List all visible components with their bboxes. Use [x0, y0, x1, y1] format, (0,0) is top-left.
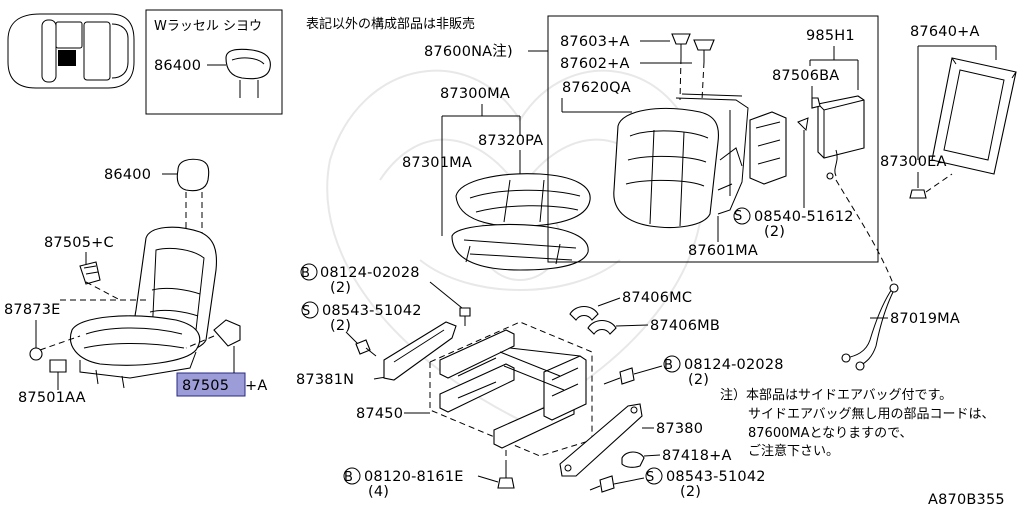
fastener-s2-qty: (2): [764, 224, 785, 240]
fastener-b3-symbol: B: [344, 470, 353, 485]
seat-assembly-drawing: [29, 158, 241, 389]
fastener-b3-number: 08120-8161E: [364, 469, 464, 485]
label-87603a: 87603+A: [560, 34, 630, 50]
bushing-drawing: [569, 305, 617, 335]
note-line-2: サイドエアバッグ無し用の部品コードは、: [748, 407, 994, 422]
fastener-b3-qty: (4): [368, 484, 389, 500]
label-87505a-main[interactable]: 87505: [182, 378, 229, 394]
label-87300ma: 87300MA: [440, 86, 510, 102]
bolt-b2-drawing: [603, 367, 635, 385]
label-87620qa: 87620QA: [562, 80, 631, 96]
label-87640a: 87640+A: [910, 24, 980, 40]
bolt-b3-drawing: [497, 446, 515, 489]
note-line-3: 87600MAとなりますので、: [748, 426, 913, 441]
fastener-s3-number: 08543-51042: [666, 469, 766, 485]
label-87406mc: 87406MC: [622, 290, 692, 306]
drawing-code: A870B355: [928, 492, 1005, 508]
fastener-s2-number: 08540-51612: [754, 209, 854, 225]
label-87450: 87450: [356, 406, 403, 422]
note-line-4: ご注意下さい。: [748, 443, 839, 459]
side-plate-drawing: [559, 403, 643, 477]
inset-box: Wラッセル シヨウ 86400: [145, 9, 283, 115]
label-87506ba: 87506BA: [772, 68, 839, 84]
seat-cushion-drawing: [451, 173, 591, 271]
label-87501aa: 87501AA: [18, 390, 86, 406]
label-86400: 86400: [104, 167, 151, 183]
fastener-b2-number: 08124-02028: [684, 357, 784, 373]
fastener-s2-symbol: S: [734, 209, 742, 224]
label-86400-inset: 86400: [154, 58, 201, 74]
label-87873e: 87873E: [4, 302, 61, 318]
fastener-b1-qty: (2): [330, 280, 351, 296]
label-87301ma: 87301MA: [402, 155, 472, 171]
label-87381n: 87381N: [296, 372, 354, 388]
clip-87300ea: [909, 189, 927, 199]
headrest-guide-drawing: [671, 33, 715, 101]
highlight-87505a[interactable]: [176, 372, 246, 397]
label-87019ma: 87019MA: [890, 311, 960, 327]
label-87418a: 87418+A: [662, 448, 732, 464]
fastener-s1-qty: (2): [330, 318, 351, 334]
label-87380: 87380: [656, 421, 703, 437]
seatback-drawing: [613, 93, 749, 229]
label-87505c: 87505+C: [44, 235, 114, 251]
car-seat-location-icon: [7, 13, 135, 89]
slide-rail-drawing: [355, 307, 593, 457]
label-87320pa: 87320PA: [478, 133, 543, 149]
fastener-b1-symbol: B: [301, 266, 310, 281]
fastener-s3-symbol: S: [646, 470, 654, 485]
wire-harness-drawing: [835, 179, 899, 371]
screw-s3-drawing: [589, 475, 615, 493]
fastener-b1-number: 08124-02028: [320, 265, 420, 281]
label-87300ea: 87300EA: [880, 154, 947, 170]
seatback-assembly-box: [547, 15, 879, 263]
fastener-s1-symbol: S: [302, 304, 310, 319]
back-board-drawing: [931, 57, 1017, 175]
label-87505a-suffix: +A: [245, 378, 267, 394]
note-line-1: 注）本部品はサイドエアバッグ付です。: [720, 388, 952, 403]
inset-title: Wラッセル シヨウ: [154, 19, 262, 34]
headrest-inset-drawing: [225, 48, 271, 98]
airbag-module-drawing: [749, 95, 865, 204]
label-87602a: 87602+A: [560, 56, 630, 72]
label-985h1: 985H1: [806, 28, 855, 44]
fastener-s3-qty: (2): [680, 484, 701, 500]
label-87601ma: 87601MA: [688, 243, 758, 259]
fastener-b2-symbol: B: [664, 358, 673, 373]
notice-not-sold: 表記以外の構成部品は非販売: [306, 16, 475, 32]
fastener-b2-qty: (2): [688, 372, 709, 388]
cap-87418-drawing: [621, 451, 645, 468]
label-87406mb: 87406MB: [650, 318, 720, 334]
fastener-s1-number: 08543-51042: [322, 303, 422, 319]
label-87600na: 87600NA注): [424, 43, 513, 60]
